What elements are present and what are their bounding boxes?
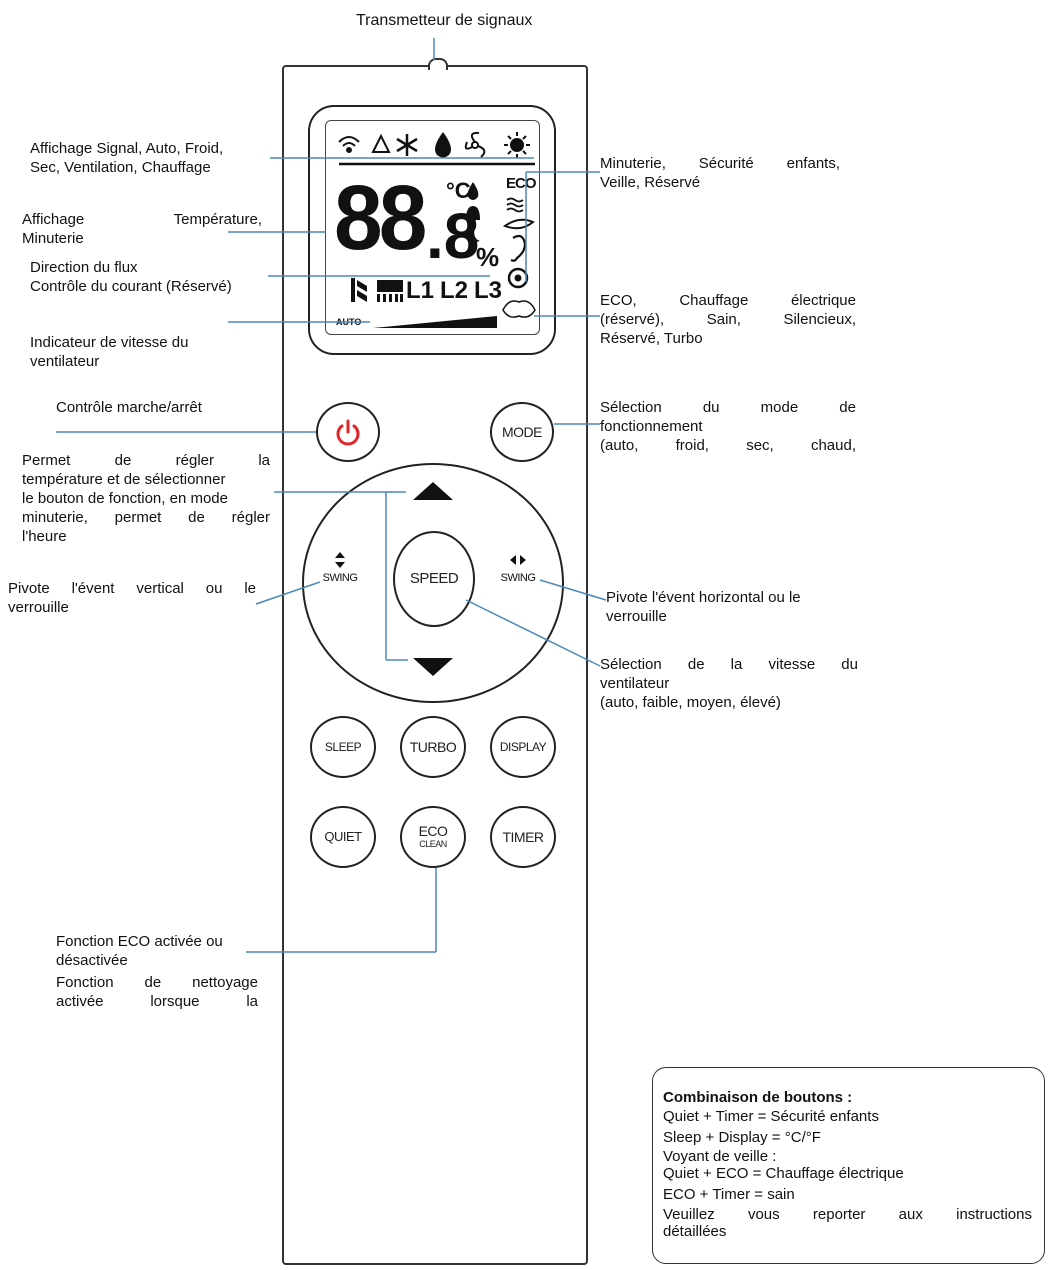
label-airflow: Direction du flux Contrôle du courant (R… (30, 259, 232, 295)
level-l1: L1 (406, 277, 435, 304)
snowflake-icon (396, 134, 418, 156)
swing-horizontal-icon (510, 555, 526, 565)
combination-line: détaillées (663, 1223, 727, 1240)
combination-line: ECO + Timer = sain (663, 1186, 795, 1203)
decimal-digit: .8 (426, 200, 480, 272)
turbo-icon (502, 300, 536, 318)
label-display-temp: Affichage Température, Minuterie (22, 211, 262, 247)
unit-celsius: °C (446, 178, 471, 203)
heat-waves-icon (506, 197, 524, 213)
label-eco-heat: ECO, Chauffage électrique (réservé), Sai… (600, 292, 856, 347)
display-button[interactable]: DISPLAY (490, 716, 556, 778)
diagram-title: Transmetteur de signaux (356, 12, 533, 29)
signal-icon (338, 136, 360, 153)
label-swing-vertical: Pivote l'évent vertical ou le verrouille (8, 580, 256, 616)
auto-indicator: AUTO (336, 317, 362, 327)
power-icon (336, 419, 360, 446)
swing-vertical-icon (335, 552, 345, 568)
percent-sign: % (476, 242, 500, 272)
down-arrow-icon[interactable] (408, 656, 458, 680)
label-swing-horizontal: Pivote l'évent horizontal ou le verrouil… (606, 589, 801, 625)
eco-label: ECO (418, 823, 448, 839)
combination-line: Quiet + Timer = Sécurité enfants (663, 1108, 879, 1125)
sun-icon (504, 132, 530, 158)
label-display-modes: Affichage Signal, Auto, Froid, Sec, Vent… (30, 140, 224, 176)
combination-line: Quiet + ECO = Chauffage électrique (663, 1165, 904, 1182)
temperature-digits: 88 (334, 167, 427, 269)
level-l2: L2 (440, 277, 469, 304)
lcd-panel (325, 120, 540, 335)
airflow-icon (351, 278, 367, 302)
timer-button[interactable]: TIMER (490, 806, 556, 868)
combination-line: Voyant de veille : (663, 1148, 777, 1165)
ear-icon (510, 234, 527, 262)
lcd-icons (338, 131, 536, 328)
label-timer-lock: Minuterie, Sécurité enfants, Veille, Rés… (600, 155, 840, 191)
eco-clean-button[interactable]: ECO CLEAN (400, 806, 466, 868)
drop-icon (435, 132, 451, 158)
mode-button[interactable]: MODE (490, 402, 554, 462)
label-speed-select: Sélection de la vitesse du ventilateur (… (600, 656, 858, 711)
combination-line: Veuillez vous reporter aux instructions (663, 1206, 1032, 1223)
turbo-button[interactable]: TURBO (400, 716, 466, 778)
moon-icon (467, 224, 480, 242)
sleep-button[interactable]: SLEEP (310, 716, 376, 778)
leaf-icon (502, 218, 535, 230)
swing-horizontal-button[interactable]: SWING (494, 552, 542, 592)
fan-icon (464, 131, 486, 158)
swing-horizontal-label: SWING (500, 572, 536, 584)
eco-indicator: ECO (506, 175, 536, 192)
combination-line: Sleep + Display = °C/°F (663, 1129, 821, 1146)
auto-recycle-icon (371, 133, 391, 153)
clean-label: CLEAN (419, 839, 447, 849)
speed-button[interactable]: SPEED (393, 531, 475, 627)
swing-vertical-label: SWING (322, 572, 358, 584)
power-button[interactable] (316, 402, 380, 462)
quiet-button[interactable]: QUIET (310, 806, 376, 868)
reserved-icon (507, 267, 529, 289)
swing-vertical-button[interactable]: SWING (318, 552, 362, 592)
label-mode-select: Sélection du mode de fonctionnement (aut… (600, 399, 856, 454)
label-adjust: Permet de régler la température et de sé… (22, 452, 270, 545)
drop-small-icon (467, 182, 479, 200)
label-fan-indicator: Indicateur de vitesse du ventilateur (30, 334, 189, 370)
label-eco-function: Fonction ECO activée ou désactivée Fonct… (56, 933, 258, 1010)
combination-box: Combinaison de boutons : Quiet + Timer =… (652, 1067, 1045, 1264)
current-icon (377, 280, 403, 302)
bell-icon (466, 206, 480, 220)
combination-heading: Combinaison de boutons : (663, 1089, 853, 1106)
signal-emitter (428, 58, 448, 70)
level-l3: L3 (474, 277, 503, 304)
up-arrow-icon[interactable] (408, 480, 458, 504)
fan-speed-bar (373, 316, 497, 328)
label-power: Contrôle marche/arrêt (56, 399, 202, 416)
